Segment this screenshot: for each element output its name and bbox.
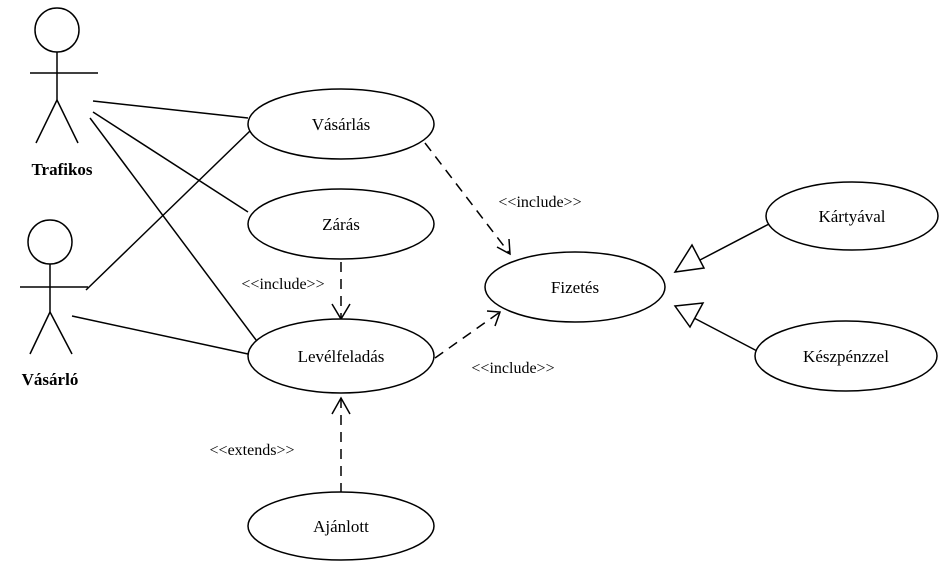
use-case-kartyaval: Kártyával <box>765 181 939 251</box>
use-case-ajanlott-label: Ajánlott <box>313 517 369 536</box>
generalization-kartyaval-fizetes <box>699 223 770 261</box>
actor-vasarlo-label: Vásárló <box>22 370 79 389</box>
use-case-fizetes-label: Fizetés <box>551 278 599 297</box>
use-case-zaras: Zárás <box>247 188 435 260</box>
generalization-triangle-bottom <box>673 302 705 329</box>
assoc-vasarlo-vasarlas <box>85 129 252 291</box>
generalization-arrows <box>673 223 770 353</box>
assoc-trafikos-zaras <box>92 111 249 213</box>
use-case-levelfeladas: Levélfeladás <box>247 318 435 394</box>
use-case-levelfeladas-label: Levélfeladás <box>298 347 385 366</box>
assoc-trafikos-levelfeladas <box>89 117 263 349</box>
stereotype-include-vasarlas-fizetes: <<include>> <box>498 194 581 211</box>
actor-trafikos <box>30 7 98 144</box>
assoc-trafikos-vasarlas <box>92 100 249 119</box>
use-case-vasarlas: Vásárlás <box>247 88 435 160</box>
actor-vasarlo <box>20 219 88 355</box>
stereotype-include-levelfeladas-fizetes: <<include>> <box>471 360 554 377</box>
generalization-keszpenzzel-fizetes <box>693 317 760 353</box>
use-case-keszpenzzel: Készpénzzel <box>754 320 938 392</box>
association-lines <box>71 100 263 355</box>
dependency-arrows <box>331 142 511 493</box>
use-case-fizetes: Fizetés <box>484 251 666 323</box>
stereotype-extends-ajanlott-levelfeladas: <<extends>> <box>210 442 295 459</box>
use-case-vasarlas-label: Vásárlás <box>312 115 371 134</box>
include-arrow-levelfeladas-fizetes <box>434 311 501 359</box>
generalization-triangle-top <box>673 243 706 273</box>
use-case-zaras-label: Zárás <box>322 215 360 234</box>
include-arrow-vasarlas-fizetes <box>424 142 511 255</box>
use-case-keszpenzzel-label: Készpénzzel <box>803 347 889 366</box>
use-case-kartyaval-label: Kártyával <box>818 207 885 226</box>
use-case-ajanlott: Ajánlott <box>247 491 435 561</box>
assoc-vasarlo-levelfeladas <box>71 315 249 355</box>
actor-trafikos-label: Trafikos <box>31 160 92 179</box>
stereotype-include-zaras-levelfeladas: <<include>> <box>241 276 324 293</box>
